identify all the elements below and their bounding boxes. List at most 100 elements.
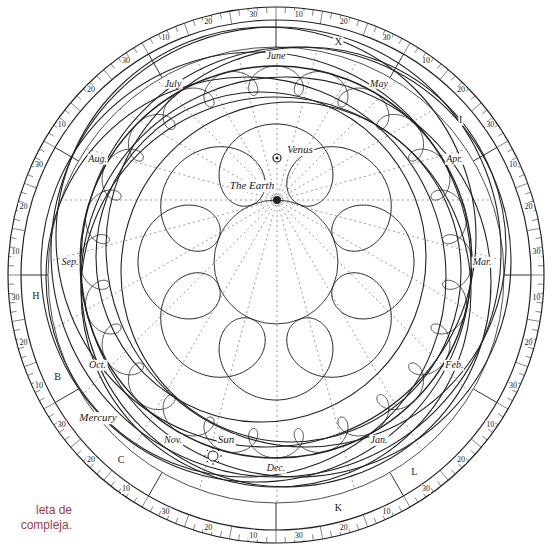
degree-tick	[482, 436, 487, 440]
sight-line	[120, 109, 277, 200]
planet-orbit	[41, 52, 471, 482]
degree-number: 30	[294, 531, 304, 539]
sign-divider	[473, 389, 496, 403]
degree-tick	[415, 497, 418, 502]
degree-tick	[193, 20, 195, 26]
degree-tick	[266, 537, 267, 543]
degree-number: 20	[203, 18, 213, 26]
degree-tick	[312, 10, 314, 16]
degree-number: 10	[532, 294, 542, 302]
degree-tick	[374, 27, 376, 33]
degree-number: 10	[294, 10, 304, 18]
degree-number: 10	[11, 248, 21, 256]
month-label: Mar.	[472, 257, 493, 268]
degree-tick	[399, 506, 402, 511]
venus-path	[138, 124, 414, 400]
degree-tick	[12, 319, 25, 321]
sight-line	[61, 200, 277, 201]
degree-number: 20	[339, 523, 349, 531]
body-name: Mercury	[78, 412, 117, 424]
degree-tick	[71, 103, 81, 111]
sight-line	[277, 200, 498, 328]
degree-tick	[357, 524, 359, 530]
degree-tick	[18, 347, 24, 349]
degree-tick	[357, 20, 359, 26]
degree-tick	[285, 537, 286, 543]
degree-tick	[97, 470, 101, 474]
degree-tick	[538, 265, 544, 266]
degree-tick	[482, 110, 487, 114]
degree-tick	[519, 373, 525, 375]
degree-tick	[374, 518, 376, 524]
figure-caption: leta de compleja.	[0, 503, 72, 533]
sight-line	[82, 200, 277, 395]
degree-tick	[111, 481, 115, 486]
sight-lines	[48, 47, 503, 503]
degree-number: 20	[203, 523, 213, 531]
sign-divider	[21, 275, 48, 276]
degree-number: 20	[339, 18, 349, 26]
mercury-path	[80, 66, 472, 458]
degree-tick	[516, 362, 528, 366]
degree-tick	[363, 515, 367, 527]
degree-number: 30	[532, 248, 542, 256]
degree-tick	[90, 463, 94, 467]
month-label: Aug.	[87, 154, 108, 165]
degree-tick	[21, 192, 27, 194]
planet-orbit	[81, 77, 491, 487]
planet-orbit	[96, 92, 426, 422]
sign-divider	[504, 275, 531, 276]
month-label: Nov.	[163, 435, 183, 446]
degree-tick	[437, 481, 441, 486]
degree-tick	[49, 414, 54, 417]
degree-tick	[437, 64, 441, 69]
degree-ticks	[8, 7, 544, 543]
degree-tick	[97, 76, 101, 80]
sun-symbol	[204, 447, 222, 465]
degree-number: 30	[248, 10, 258, 18]
degree-tick	[498, 133, 503, 136]
month-label: Dec.	[266, 463, 287, 474]
degree-tick	[471, 439, 481, 447]
month-label: Oct.	[88, 360, 107, 371]
degree-tick	[471, 450, 475, 454]
degree-number: 20	[86, 86, 96, 94]
degree-tick	[44, 141, 55, 148]
degree-number: 30	[57, 421, 67, 429]
degree-number: 30	[382, 34, 392, 42]
degree-tick	[266, 7, 267, 13]
sight-line	[54, 200, 277, 329]
degree-number: 30	[508, 381, 518, 389]
earth-symbol	[273, 196, 281, 204]
degree-tick	[12, 228, 25, 230]
sun-orbit	[80, 66, 472, 458]
degree-tick	[71, 439, 81, 447]
degree-tick	[538, 284, 544, 285]
planet-orbit	[51, 27, 501, 477]
degree-tick	[14, 219, 20, 220]
degree-tick	[65, 436, 70, 440]
degree-tick	[21, 356, 27, 358]
sight-line	[277, 51, 317, 200]
sign-letter: C	[117, 454, 126, 465]
degree-tick	[312, 534, 314, 540]
degree-tick	[184, 515, 188, 527]
degree-tick	[184, 23, 188, 35]
degree-tick	[77, 450, 81, 454]
month-label: Feb.	[444, 360, 464, 371]
degree-tick	[142, 43, 149, 54]
degree-number: 20	[524, 203, 534, 211]
degree-tick	[8, 275, 21, 276]
degree-tick	[535, 311, 541, 313]
degree-number: 20	[18, 338, 28, 346]
planet-orbit	[81, 97, 471, 487]
degree-tick	[532, 329, 538, 330]
degree-tick	[238, 10, 240, 16]
degree-number: 10	[121, 485, 131, 493]
degree-tick	[24, 183, 36, 187]
degree-tick	[220, 13, 221, 19]
degree-tick	[11, 237, 17, 239]
degree-tick	[330, 13, 331, 19]
degree-tick	[363, 23, 367, 35]
